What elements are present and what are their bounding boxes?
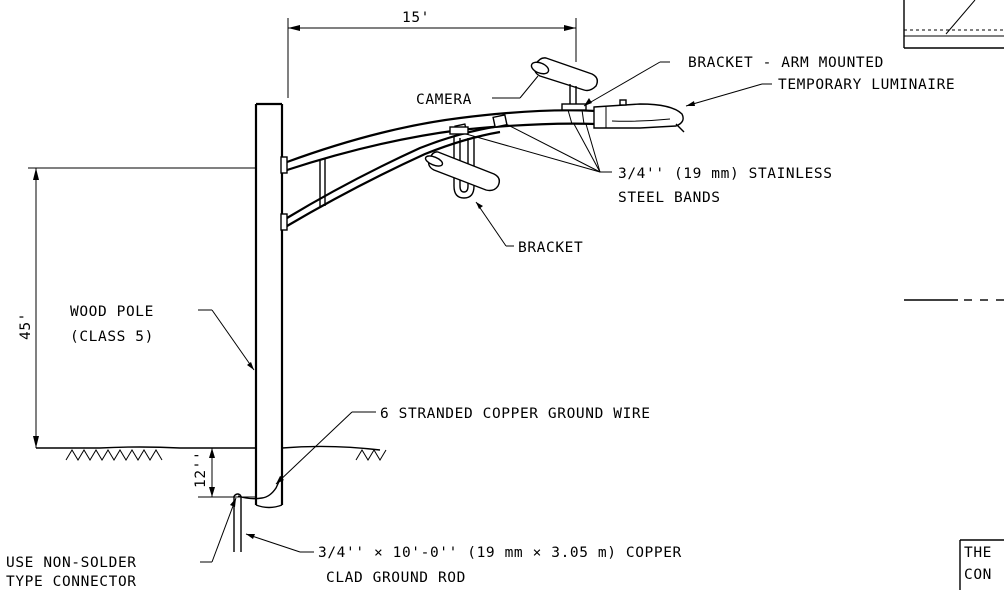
bracket-arm-mounted-label: BRACKET - ARM MOUNTED [688,55,884,71]
camera-label: CAMERA [416,92,472,108]
burial-dimension-label: 12'' [193,451,209,488]
upper-mount-bolt [280,156,288,174]
leader-lines [198,61,772,563]
temporary-luminaire-label: TEMPORARY LUMINAIRE [778,77,955,93]
height-dimension: 45' [18,167,256,448]
ground-wire-label: 6 STRANDED COPPER GROUND WIRE [380,406,651,422]
wood-pole-label-line2: (CLASS 5) [70,329,154,345]
burial-dimension: 12'' [193,447,256,498]
camera [530,57,599,111]
span-dimension: 15' [287,10,577,98]
connector-label-line2: TYPE CONNECTOR [6,574,137,590]
adjacent-detail-fragment [903,0,1004,590]
note-fragment-line1: THE [964,545,992,561]
height-dimension-label: 45' [18,312,34,340]
wood-pole-label-line1: WOOD POLE [70,304,154,320]
bracket-label: BRACKET [518,240,583,256]
u-bracket [424,126,501,199]
ground-rod-label-line1: 3/4'' × 10'-0'' (19 mm × 3.05 m) COPPER [318,545,682,561]
wood-pole [254,102,284,509]
stainless-bands-label-line1: 3/4'' (19 mm) STAINLESS [618,166,833,182]
ground-line [36,445,387,461]
arm-mounted-bracket [567,109,585,125]
ground-wire [237,474,283,500]
stainless-bands-label-line2: STEEL BANDS [618,190,721,206]
ground-rod-label-line2: CLAD GROUND ROD [326,570,466,586]
connector-label-line1: USE NON-SOLDER [6,555,137,571]
span-dimension-label: 15' [402,10,430,26]
temporary-luminaire [593,99,685,133]
note-fragment-line2: CON [964,567,992,583]
lower-mount-bolt [280,213,288,231]
